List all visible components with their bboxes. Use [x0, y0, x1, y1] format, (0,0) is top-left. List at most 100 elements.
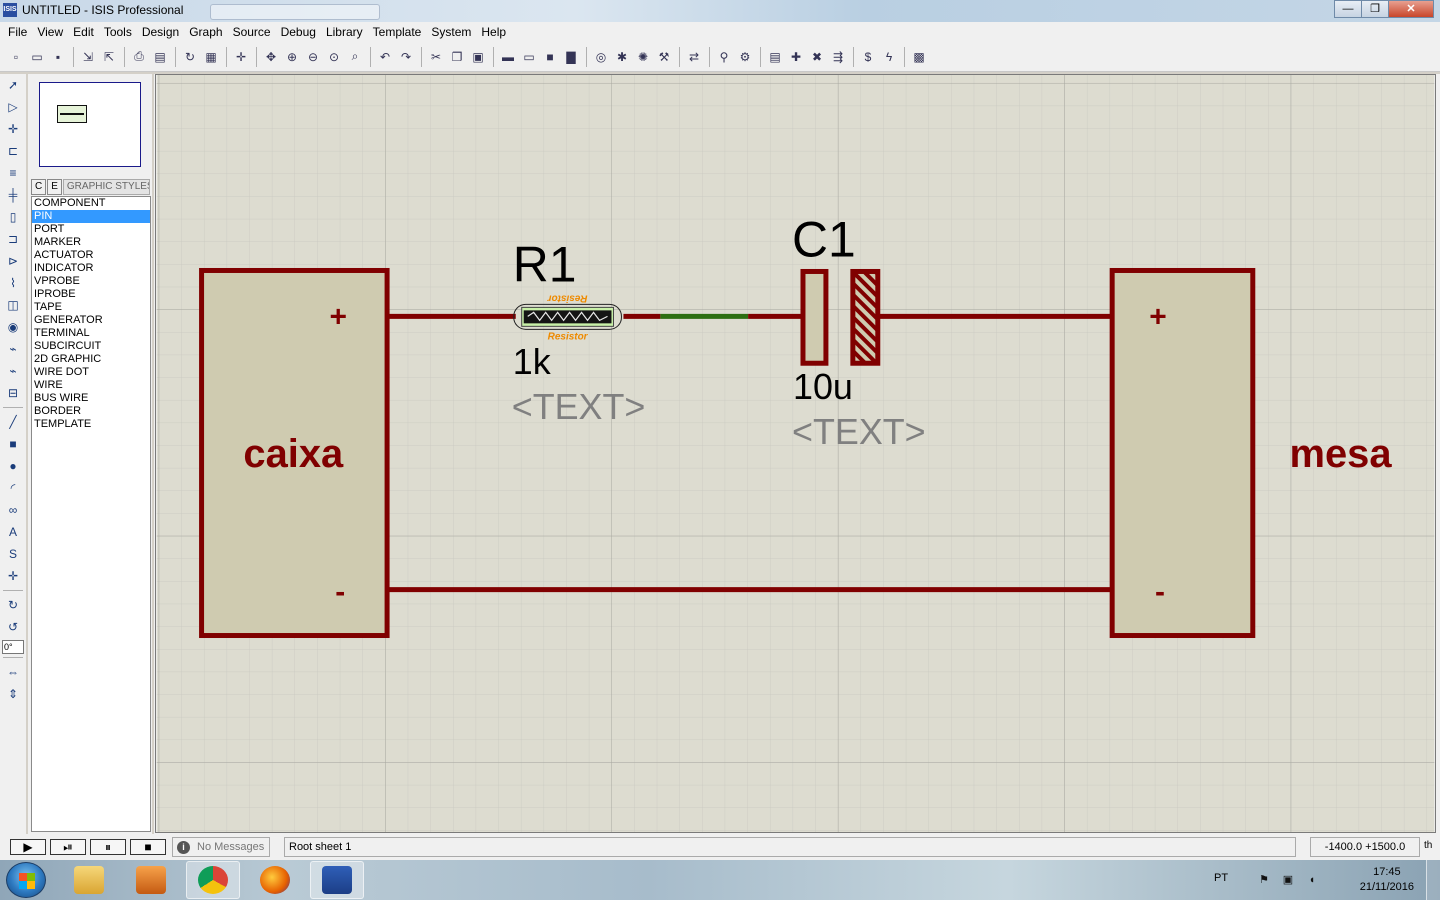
schematic-canvas[interactable]: + - caixa + - mesa Resistor Resistor R1 … [155, 74, 1436, 833]
overview-window[interactable] [39, 82, 141, 167]
graph-icon[interactable]: ⌇ [10, 276, 16, 290]
copy-icon[interactable]: ❐ [451, 49, 463, 64]
symbol-icon[interactable]: S [8, 547, 17, 561]
style-item-port[interactable]: PORT [34, 223, 65, 235]
tab-c-button[interactable]: C [31, 179, 47, 195]
style-item-terminal[interactable]: TERMINAL [34, 327, 90, 339]
style-item-subcircuit[interactable]: SUBCIRCUIT [34, 340, 102, 352]
ares-icon[interactable]: ▩ [913, 49, 925, 64]
menu-design[interactable]: Design [141, 25, 180, 39]
undo-icon[interactable]: ↶ [379, 49, 391, 64]
block-rotate-icon[interactable]: ■ [546, 49, 554, 64]
menu-edit[interactable]: Edit [73, 25, 94, 39]
save-icon[interactable]: ▪ [55, 49, 61, 64]
arc-icon[interactable]: ◜ [10, 481, 16, 495]
menu-file[interactable]: File [8, 25, 28, 39]
marker-icon[interactable]: ✛ [7, 569, 19, 583]
mirror-x-icon[interactable]: ⇔ [7, 665, 19, 679]
virtual-instrument-icon[interactable]: ⊟ [7, 386, 19, 400]
origin-icon[interactable]: ✛ [235, 49, 247, 64]
rotation-angle-field[interactable]: 0° [2, 640, 24, 654]
stop-button[interactable]: ■ [130, 839, 166, 855]
cut-icon[interactable]: ✂ [430, 49, 442, 64]
taskbar-explorer-button[interactable] [62, 861, 116, 899]
taskbar-media-player-button[interactable] [124, 861, 178, 899]
right-block-mesa[interactable]: + - mesa [1109, 267, 1392, 639]
style-item-bus-wire[interactable]: BUS WIRE [34, 392, 89, 404]
language-indicator[interactable]: PT [1214, 872, 1229, 884]
bom-icon[interactable]: $ [864, 49, 872, 64]
style-item-tape[interactable]: TAPE [34, 301, 62, 313]
style-item-indicator[interactable]: INDICATOR [34, 262, 94, 274]
style-item-pin[interactable]: PIN [32, 210, 150, 223]
menu-view[interactable]: View [37, 25, 64, 39]
style-item-template[interactable]: TEMPLATE [34, 418, 92, 430]
capacitor-c1[interactable]: C1 10u <TEXT> [792, 212, 926, 453]
units-indicator[interactable]: th [1424, 840, 1433, 851]
new-icon[interactable]: ▫ [13, 49, 19, 64]
menu-debug[interactable]: Debug [280, 25, 316, 39]
resistor-r1[interactable]: Resistor Resistor R1 1k <TEXT> [512, 236, 646, 427]
tape-recorder-icon[interactable]: ◫ [7, 298, 19, 312]
erc-icon[interactable]: ϟ [885, 49, 893, 64]
redraw-icon[interactable]: ↻ [184, 49, 196, 64]
minimize-button[interactable]: — [1334, 0, 1362, 18]
volume-icon[interactable]: ◖ [1308, 874, 1316, 886]
remove-sheet-icon[interactable]: ✖ [811, 49, 823, 64]
redo-icon[interactable]: ↷ [400, 49, 412, 64]
search-tag-icon[interactable]: ⚲ [719, 49, 729, 64]
packaging-icon[interactable]: ✺ [637, 49, 649, 64]
taskbar-isis-button[interactable] [310, 861, 364, 899]
left-block-caixa[interactable]: + - caixa [199, 267, 390, 639]
maximize-button[interactable]: ❐ [1361, 0, 1389, 18]
open-icon[interactable]: ▭ [31, 49, 43, 64]
voltage-probe-icon[interactable]: ⌁ [9, 342, 17, 356]
text-script-icon[interactable]: ≡ [9, 166, 17, 180]
menu-graph[interactable]: Graph [189, 25, 223, 39]
step-button[interactable]: ⏯ [50, 839, 86, 855]
grid-icon[interactable]: ▦ [205, 49, 217, 64]
menu-template[interactable]: Template [372, 25, 422, 39]
rotate-ccw-icon[interactable]: ↺ [7, 620, 19, 634]
selection-mode-icon[interactable]: ➚ [7, 78, 19, 92]
mirror-y-icon[interactable]: ⇕ [7, 687, 19, 701]
make-device-icon[interactable]: ✱ [616, 49, 628, 64]
decompose-icon[interactable]: ⚒ [658, 49, 670, 64]
menu-source[interactable]: Source [232, 25, 271, 39]
style-item-vprobe[interactable]: VPROBE [34, 275, 80, 287]
junction-dot-icon[interactable]: ✛ [7, 122, 19, 136]
block-copy-icon[interactable]: ▬ [502, 49, 514, 64]
path-icon[interactable]: ∞ [8, 503, 18, 517]
style-item-marker[interactable]: MARKER [34, 236, 82, 248]
property-tool-icon[interactable]: ⚙ [739, 49, 751, 64]
bus-icon[interactable]: ╪ [8, 188, 18, 202]
box-icon[interactable]: ■ [9, 437, 17, 451]
zoom-all-icon[interactable]: ⊙ [328, 49, 340, 64]
taskbar-firefox-button[interactable] [248, 861, 302, 899]
style-item-iprobe[interactable]: IPROBE [34, 288, 76, 300]
paste-icon[interactable]: ▣ [472, 49, 484, 64]
style-item-component[interactable]: COMPONENT [34, 197, 106, 209]
text-icon[interactable]: A [8, 525, 17, 539]
wire-autorouter-icon[interactable]: ⇄ [688, 49, 700, 64]
block-move-icon[interactable]: ▭ [523, 49, 535, 64]
terminals-icon[interactable]: ⊐ [7, 232, 19, 246]
zoom-area-icon[interactable]: ⌕ [351, 49, 359, 63]
style-item-wire[interactable]: WIRE [34, 379, 63, 391]
network-icon[interactable]: ▣ [1282, 874, 1294, 886]
pause-button[interactable]: ⏸ [90, 839, 126, 855]
generator-icon[interactable]: ◉ [7, 320, 19, 334]
zoom-out-icon[interactable]: ⊖ [307, 49, 319, 64]
play-button[interactable]: ▶ [10, 839, 46, 855]
wire-label-icon[interactable]: ⊏ [7, 144, 19, 158]
start-button[interactable] [6, 862, 46, 898]
show-desktop-button[interactable] [1426, 860, 1440, 900]
block-delete-icon[interactable]: ▇ [566, 49, 576, 64]
pick-device-icon[interactable]: ◎ [595, 49, 607, 64]
menu-tools[interactable]: Tools [103, 25, 132, 39]
circle-icon[interactable]: ● [9, 459, 17, 473]
style-item-generator[interactable]: GENERATOR [34, 314, 103, 326]
clock[interactable]: 17:45 21/11/2016 [1360, 865, 1414, 895]
menu-system[interactable]: System [431, 25, 472, 39]
menu-library[interactable]: Library [325, 25, 363, 39]
